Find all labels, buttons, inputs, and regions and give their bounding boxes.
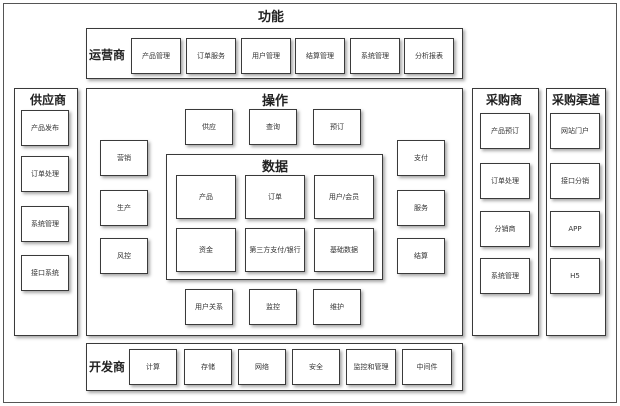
supplier-item-system-mgmt: 系统管理: [21, 206, 69, 242]
supplier-item-interface-system: 接口系统: [21, 255, 69, 291]
data-item-funds: 资金: [176, 228, 236, 272]
operation-left-risk-control: 风控: [100, 238, 148, 274]
operation-left-marketing: 营销: [100, 140, 148, 176]
channel-item-app: APP: [550, 211, 600, 247]
data-item-product: 产品: [176, 175, 236, 219]
operation-top-reserve: 预订: [313, 109, 361, 145]
operator-item-analysis-report: 分析报表: [404, 38, 454, 74]
developer-item-compute: 计算: [129, 349, 177, 385]
developer-item-monitoring-mgmt: 监控和管理: [346, 349, 396, 385]
data-item-order: 订单: [245, 175, 305, 219]
operation-bottom-maintenance: 维护: [313, 289, 361, 325]
operation-bottom-user-relation: 用户关系: [185, 289, 233, 325]
data-item-user-member: 用户/会员: [314, 175, 374, 219]
operation-top-supply: 供应: [185, 109, 233, 145]
operator-title: 运营商: [89, 48, 126, 62]
supplier-item-order-process: 订单处理: [21, 156, 69, 192]
purchaser-item-order-process: 订单处理: [480, 163, 530, 199]
purchaser-item-system-mgmt: 系统管理: [480, 258, 530, 294]
channel-title: 采购渠道: [552, 93, 601, 107]
operation-right-service: 服务: [397, 190, 445, 226]
channel-item-h5: H5: [550, 258, 600, 294]
supplier-item-product-publish: 产品发布: [21, 110, 69, 146]
channel-item-web-portal: 网站门户: [550, 113, 600, 149]
operation-top-query: 查询: [249, 109, 297, 145]
developer-item-network: 网络: [238, 349, 286, 385]
operation-title: 操作: [262, 94, 289, 109]
developer-item-middleware: 中间件: [402, 349, 452, 385]
operation-right-payment: 支付: [397, 140, 445, 176]
operation-left-production: 生产: [100, 190, 148, 226]
data-item-third-party-payment: 第三方支付/银行: [245, 228, 305, 272]
function-title: 功能: [258, 10, 285, 25]
operation-right-settlement: 结算: [397, 238, 445, 274]
operator-item-user-mgmt: 用户管理: [241, 38, 291, 74]
channel-item-interface-distribution: 接口分销: [550, 163, 600, 199]
developer-item-storage: 存储: [184, 349, 232, 385]
purchaser-item-distributor: 分销商: [480, 211, 530, 247]
purchaser-item-product-reserve: 产品预订: [480, 113, 530, 149]
operator-item-settlement-mgmt: 结算管理: [295, 38, 345, 74]
operator-item-order-service: 订单服务: [186, 38, 236, 74]
supplier-title: 供应商: [30, 93, 67, 107]
operator-item-system-mgmt: 系统管理: [350, 38, 400, 74]
purchaser-title: 采购商: [486, 93, 523, 107]
developer-item-security: 安全: [292, 349, 340, 385]
operation-bottom-monitoring: 监控: [249, 289, 297, 325]
developer-title: 开发商: [89, 360, 126, 374]
data-title: 数据: [262, 160, 289, 175]
operator-item-product-mgmt: 产品管理: [131, 38, 181, 74]
data-item-base-data: 基础数据: [314, 228, 374, 272]
